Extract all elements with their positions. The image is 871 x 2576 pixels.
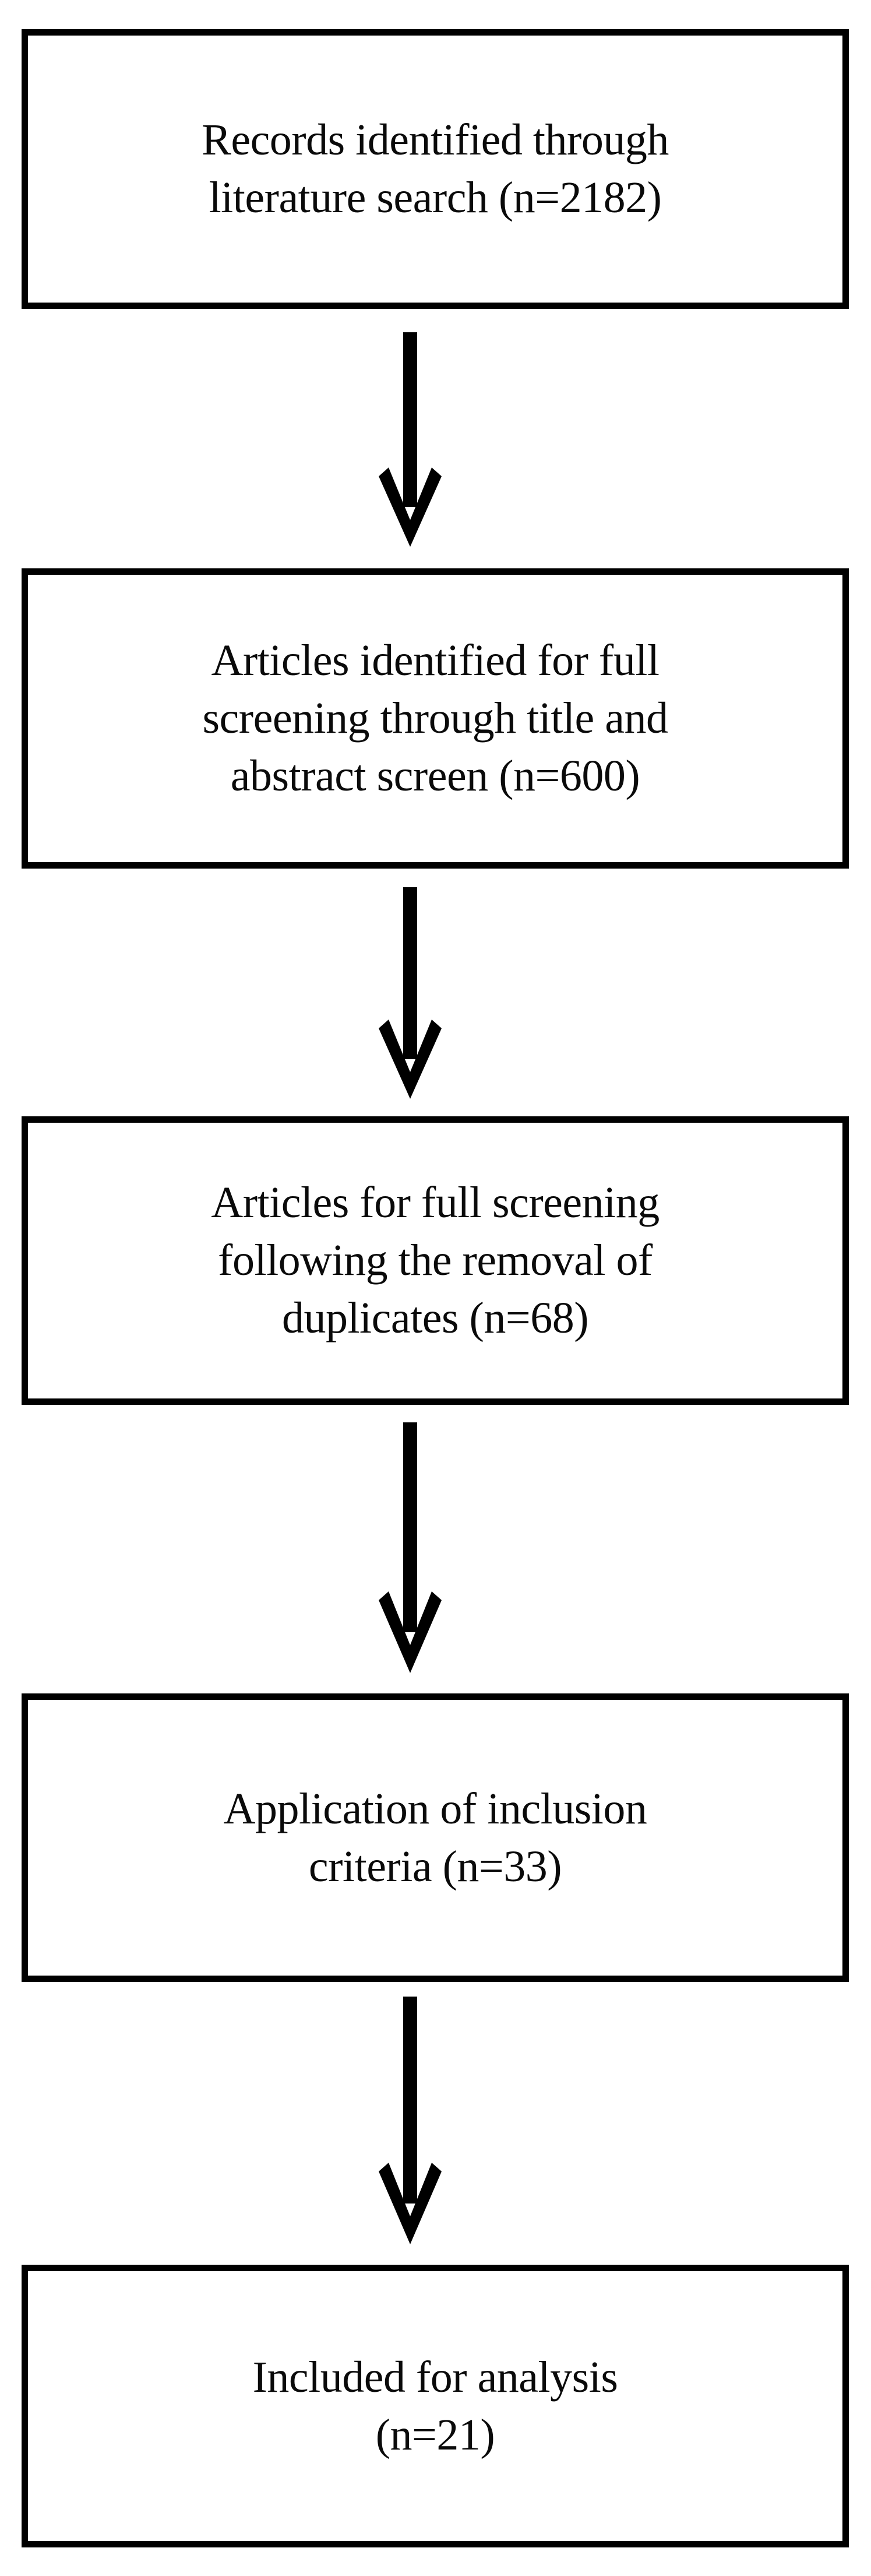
flow-node-label: Included for analysis (n=21) — [252, 2352, 618, 2459]
flow-node-articles-after-duplicate-removal: Articles for full screening following th… — [22, 1116, 849, 1405]
flow-node-label: Application of inclusion criteria (n=33) — [223, 1784, 647, 1891]
down-arrow-icon — [376, 887, 446, 1100]
down-arrow-icon — [376, 1997, 446, 2247]
flow-node-label: Articles for full screening following th… — [211, 1178, 660, 1343]
flow-node-label: Records identified through literature se… — [202, 115, 669, 222]
flow-node-application-inclusion-criteria: Application of inclusion criteria (n=33) — [22, 1693, 849, 1982]
down-arrow-icon — [376, 1422, 446, 1676]
flow-node-records-identified: Records identified through literature se… — [22, 29, 849, 309]
flow-node-articles-identified-full-screening: Articles identified for full screening t… — [22, 568, 849, 869]
flow-node-included-for-analysis: Included for analysis (n=21) — [22, 2265, 849, 2547]
flow-node-label: Articles identified for full screening t… — [202, 636, 668, 800]
down-arrow-icon — [376, 332, 446, 548]
